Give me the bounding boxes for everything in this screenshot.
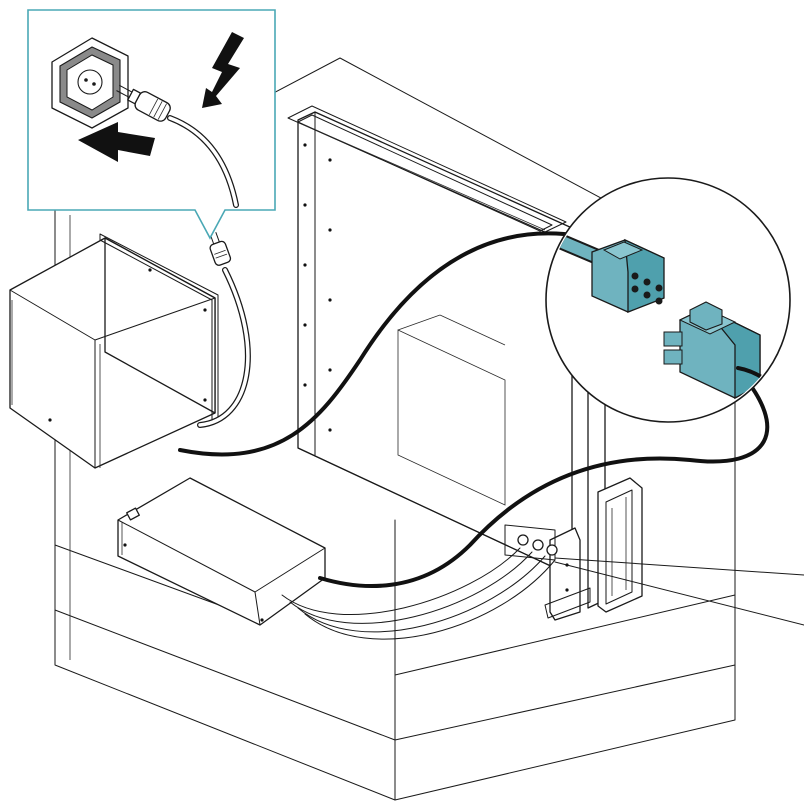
control-cable [318,370,770,588]
mains-cable [197,267,251,428]
lightning-bolt-icon [202,32,244,108]
male-connector [663,301,761,400]
connector-detail [545,177,791,423]
arrow-right-icon [78,122,155,162]
back-panel [287,105,573,569]
pin-sockets [631,272,663,305]
leader-lines [554,557,804,626]
conduits [281,547,556,640]
female-connector [591,238,665,313]
wall-socket-icon [51,37,129,129]
plug-small-icon [209,232,232,266]
mains-plug-icon [116,84,239,208]
mains-plug-callout [27,9,276,240]
panel-cutout [397,314,506,506]
motor-cable [178,231,582,457]
motor-box [9,233,219,469]
